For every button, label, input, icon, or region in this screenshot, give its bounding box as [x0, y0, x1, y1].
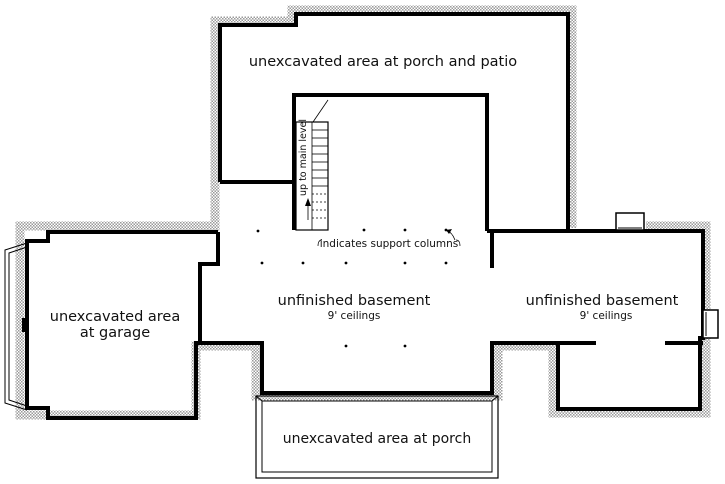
columns-note: indicates support columns — [320, 238, 459, 250]
stair-core-wall — [292, 93, 489, 231]
support-column — [403, 261, 407, 265]
south-wall-center — [200, 341, 558, 395]
support-column — [403, 344, 407, 348]
garage-label-line1: unexcavated area — [50, 309, 180, 325]
basement-center-ceiling: 9' ceilings — [328, 310, 381, 322]
support-column — [260, 261, 264, 265]
support-column — [344, 344, 348, 348]
columns-note-leader — [317, 229, 461, 247]
north-wall — [218, 12, 570, 231]
basement-right-label: unfinished basement — [526, 293, 679, 309]
support-column — [344, 261, 348, 265]
basement-right-ceiling: 9' ceilings — [580, 310, 633, 322]
support-column — [403, 228, 407, 232]
front-porch-label: unexcavated area at porch — [283, 431, 471, 447]
outer-footing-band — [15, 5, 711, 420]
front-porch-outline — [255, 395, 499, 479]
window-wells — [615, 212, 719, 339]
stair-up-arrow-icon — [305, 198, 311, 206]
east-wall — [487, 229, 705, 411]
support-column — [362, 228, 366, 232]
staircase: up to main level — [295, 99, 329, 231]
foundation-walls — [15, 5, 711, 420]
support-column — [301, 261, 305, 265]
basement-center-label: unfinished basement — [278, 293, 431, 309]
garage-label-line2: at garage — [80, 325, 150, 341]
porch-patio-label: unexcavated area at porch and patio — [249, 54, 517, 70]
support-column — [256, 229, 260, 233]
stair-note: up to main level — [298, 119, 309, 196]
garage-window-bay — [4, 242, 28, 411]
support-column — [444, 261, 448, 265]
support-columns — [256, 228, 448, 348]
west-garage-wall — [25, 230, 220, 420]
